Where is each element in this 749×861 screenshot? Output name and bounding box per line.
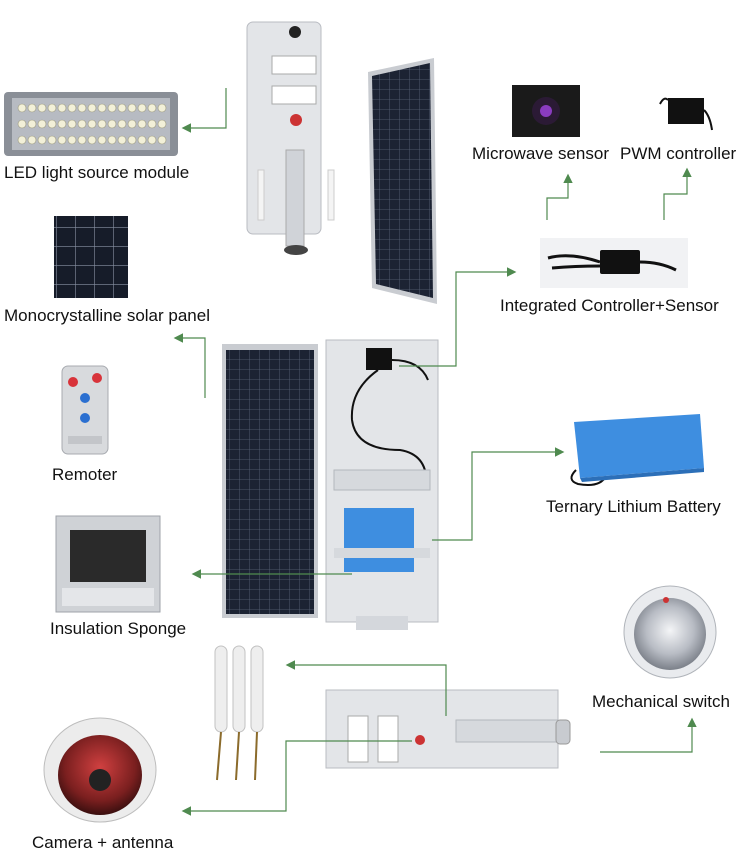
label-insulation: Insulation Sponge <box>50 619 187 638</box>
label-battery: Ternary Lithium Battery <box>546 497 721 516</box>
solar-cell-image <box>54 216 128 298</box>
antenna-image <box>214 645 264 781</box>
label-camera: Camera + antenna <box>32 833 174 852</box>
solar-panel-main-image <box>222 344 318 618</box>
open-housing-image <box>325 339 439 630</box>
microwave-sensor-image <box>512 85 580 137</box>
street-light-bottom-image <box>325 689 571 769</box>
arrow-switch <box>600 717 697 753</box>
arrow-led <box>181 88 227 133</box>
arrow-solar <box>173 333 206 398</box>
label-controller: Integrated Controller+Sensor <box>500 296 719 315</box>
insulation-sponge-image <box>55 515 161 613</box>
integrated-controller-image <box>540 238 688 288</box>
label-switch: Mechanical switch <box>592 692 730 711</box>
arrow-camera <box>181 740 412 816</box>
camera-image <box>43 717 157 823</box>
arrow-battery <box>432 447 565 541</box>
arrow-microwave <box>546 173 573 220</box>
label-led-module: LED light source module <box>4 163 190 182</box>
remote-image <box>61 365 109 455</box>
label-solar-panel: Monocrystalline solar panel <box>4 306 210 325</box>
street-light-front-image <box>246 21 335 255</box>
label-pwm: PWM controller <box>620 144 737 163</box>
arrow-pwm <box>663 167 692 220</box>
label-microwave: Microwave sensor <box>472 144 609 163</box>
solar-panel-top-image <box>368 58 437 304</box>
led-module-image <box>4 92 178 156</box>
label-remoter: Remoter <box>52 465 118 484</box>
mechanical-switch-image <box>623 585 717 679</box>
battery-image <box>570 414 704 486</box>
pwm-controller-image <box>658 88 714 136</box>
arrow-controller <box>399 267 517 367</box>
arrow-antenna <box>285 660 447 716</box>
connector-arrows <box>173 88 697 816</box>
